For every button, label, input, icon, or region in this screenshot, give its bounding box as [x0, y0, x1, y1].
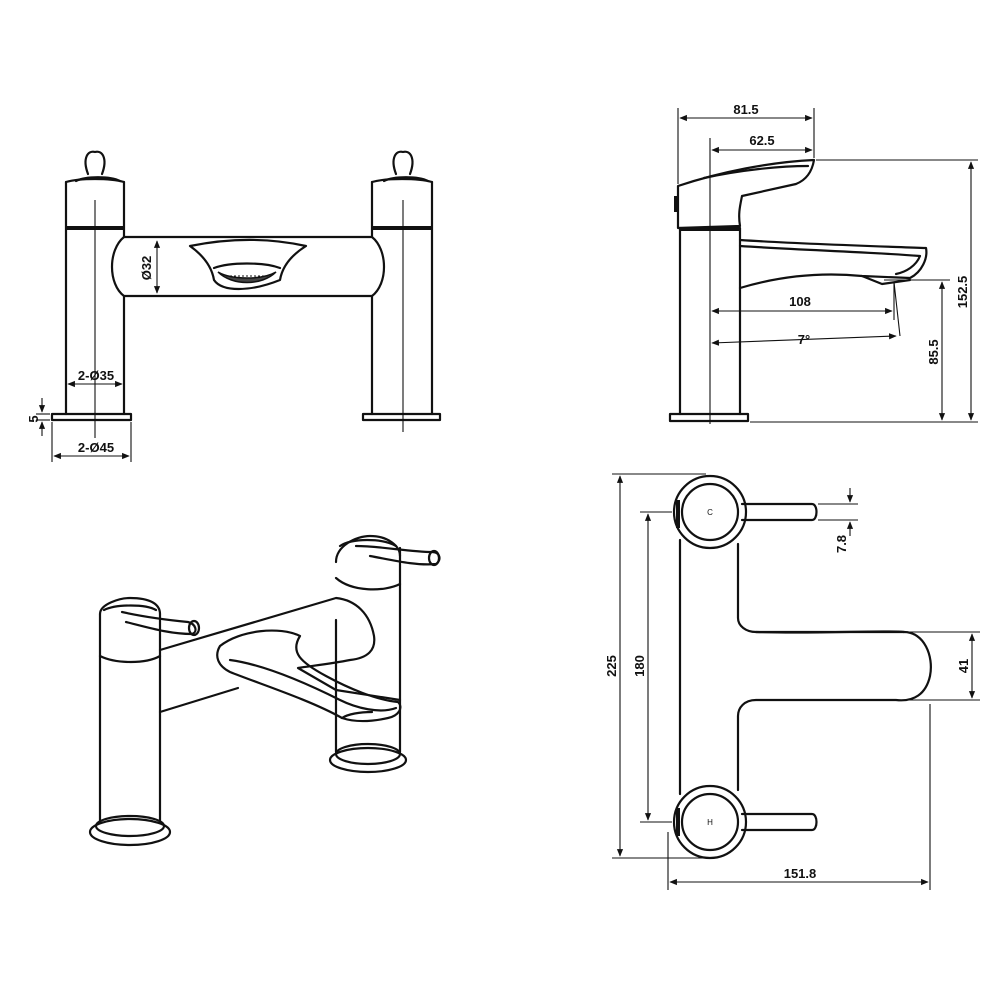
hot-label: H [707, 818, 713, 827]
isometric-view [88, 534, 441, 847]
dim-overall-width-label: 151.8 [784, 866, 817, 881]
dim-spout-width: 41 [898, 631, 980, 701]
top-body [678, 538, 932, 796]
dim-pillar-diameter: 2-Ø35 [67, 368, 123, 388]
dim-handle-thickness-label: 7.8 [834, 535, 849, 553]
dim-spout-angle-label: 7° [798, 332, 810, 347]
dim-overall-width: 151.8 [667, 704, 931, 890]
dim-total-depth: 81.5 [677, 102, 815, 184]
dim-handle-depth: 62.5 [711, 133, 813, 154]
dim-base-height: 5 [26, 398, 50, 436]
dim-spout-reach: 108 [711, 282, 895, 320]
front-view: Ø32 2-Ø35 2-Ø45 5 [26, 150, 442, 462]
dim-spout-angle: 7° [711, 281, 901, 347]
dim-total-depth-label: 81.5 [733, 102, 758, 117]
dim-body-diameter-label: Ø32 [139, 256, 154, 281]
bridge-body [111, 235, 385, 298]
hot-handle: H [672, 784, 818, 860]
dim-centres-label: 180 [632, 655, 647, 677]
front-pillar [88, 596, 201, 847]
dim-centres: 180 [632, 511, 672, 823]
dim-total-height: 152.5 [750, 159, 978, 423]
dim-overall-length: 225 [604, 473, 706, 859]
dim-total-height-label: 152.5 [955, 276, 970, 309]
dim-handle-thickness: 7.8 [818, 488, 858, 553]
dim-overall-length-label: 225 [604, 655, 619, 677]
dim-spout-reach-label: 108 [789, 294, 811, 309]
dim-base-diameter: 2-Ø45 [51, 422, 132, 462]
right-pillar [361, 150, 442, 422]
dim-pillar-diameter-label: 2-Ø35 [78, 368, 114, 383]
dim-spout-height-label: 85.5 [926, 339, 941, 364]
dim-body-diameter: Ø32 [139, 240, 161, 294]
dim-spout-height: 85.5 [884, 279, 950, 421]
top-view: C H 7.8 41 [604, 473, 980, 890]
dim-base-diameter-label: 2-Ø45 [78, 440, 114, 455]
cold-label: C [707, 508, 713, 517]
side-view: 81.5 62.5 108 7° 85.5 152 [668, 102, 978, 424]
dim-base-height-label: 5 [26, 415, 41, 422]
rear-pillar [328, 534, 441, 774]
dim-spout-width-label: 41 [956, 659, 971, 673]
dim-handle-depth-label: 62.5 [749, 133, 774, 148]
iso-spout [158, 596, 402, 723]
cold-handle: C [672, 474, 818, 550]
